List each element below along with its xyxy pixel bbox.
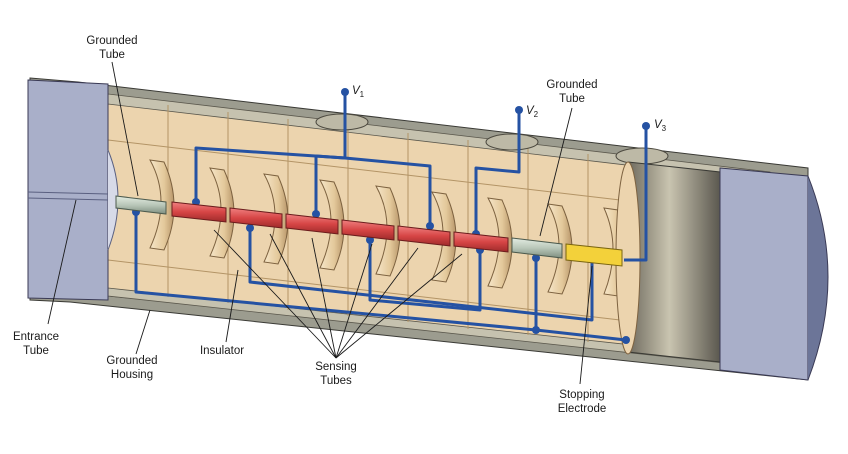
label-entrance-tube-2: Tube xyxy=(23,345,49,357)
label-v3: V3 xyxy=(654,119,667,133)
label-stopping-electrode-1: Stopping xyxy=(559,389,604,401)
label-grounded-housing-1: Grounded xyxy=(106,355,157,367)
label-stopping-electrode-2: Electrode xyxy=(558,403,607,415)
sensing-tube xyxy=(397,225,451,247)
sensing-tube xyxy=(285,213,339,235)
label-v2: V2 xyxy=(526,105,539,119)
sensing-tube xyxy=(341,219,395,241)
grounded-tube-entrance xyxy=(115,195,167,215)
label-insulator: Insulator xyxy=(200,345,244,357)
leader-lines xyxy=(47,61,593,385)
grounded-tube-exit xyxy=(511,237,563,259)
label-grounded-tube-right-2: Tube xyxy=(559,93,585,105)
chamber-cylinder xyxy=(615,161,721,363)
label-v1: V1 xyxy=(352,85,365,99)
label-grounded-tube-right-1: Grounded xyxy=(546,79,597,91)
label-grounded-housing-2: Housing xyxy=(111,369,153,381)
label-grounded-tube-left-1: Grounded xyxy=(86,35,137,47)
sensing-tubes xyxy=(171,201,509,253)
label-sensing-tubes-1: Sensing xyxy=(315,361,357,373)
left-end-cap xyxy=(27,79,119,301)
sensing-tube xyxy=(171,201,227,223)
stopping-electrode xyxy=(565,243,623,267)
wiring xyxy=(134,92,648,342)
sensing-tube xyxy=(229,207,283,229)
label-grounded-tube-left-2: Tube xyxy=(99,49,125,61)
wire-nodes xyxy=(132,88,650,344)
sensing-tube xyxy=(453,231,509,253)
feedthrough-wells xyxy=(315,113,669,165)
label-sensing-tubes-2: Tubes xyxy=(320,375,352,387)
right-end-cap xyxy=(719,167,829,381)
label-entrance-tube-1: Entrance xyxy=(13,331,59,343)
